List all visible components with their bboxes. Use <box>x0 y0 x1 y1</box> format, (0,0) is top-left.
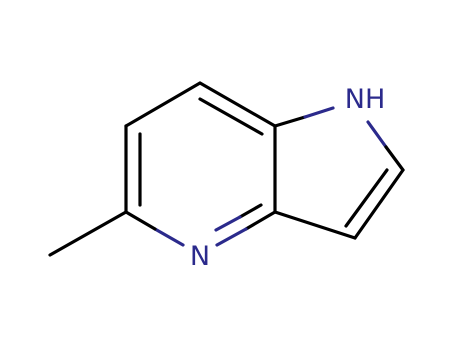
atom-label-n: N <box>190 241 210 272</box>
atom-label-nh: NH <box>345 84 386 115</box>
bond-n1-c2-colored <box>366 120 388 149</box>
bond-n4-c5 <box>124 210 157 231</box>
bond-n1-c2 <box>384 145 405 172</box>
bond-lines <box>48 81 405 257</box>
bond-c2-c3-inner <box>344 168 389 228</box>
bond-c7a-n1 <box>273 115 307 128</box>
bond-n4-c5-colored <box>153 227 185 247</box>
bond-c7-c7a <box>198 81 277 128</box>
bond-c3a-n4-inner <box>238 203 263 219</box>
bond-c3a-n4 <box>244 210 277 231</box>
bond-c7-c7a-inner <box>198 97 264 136</box>
bond-methyl-c5 <box>48 210 128 257</box>
bond-n4-c3a-colored <box>215 227 248 247</box>
bond-c2-c3 <box>353 168 405 240</box>
bond-n4-c3a-inner-colored <box>214 215 242 232</box>
bond-c7a-n1-colored <box>303 106 335 119</box>
bond-c3-c3a <box>273 210 357 240</box>
bond-c6-c7 <box>124 81 202 128</box>
